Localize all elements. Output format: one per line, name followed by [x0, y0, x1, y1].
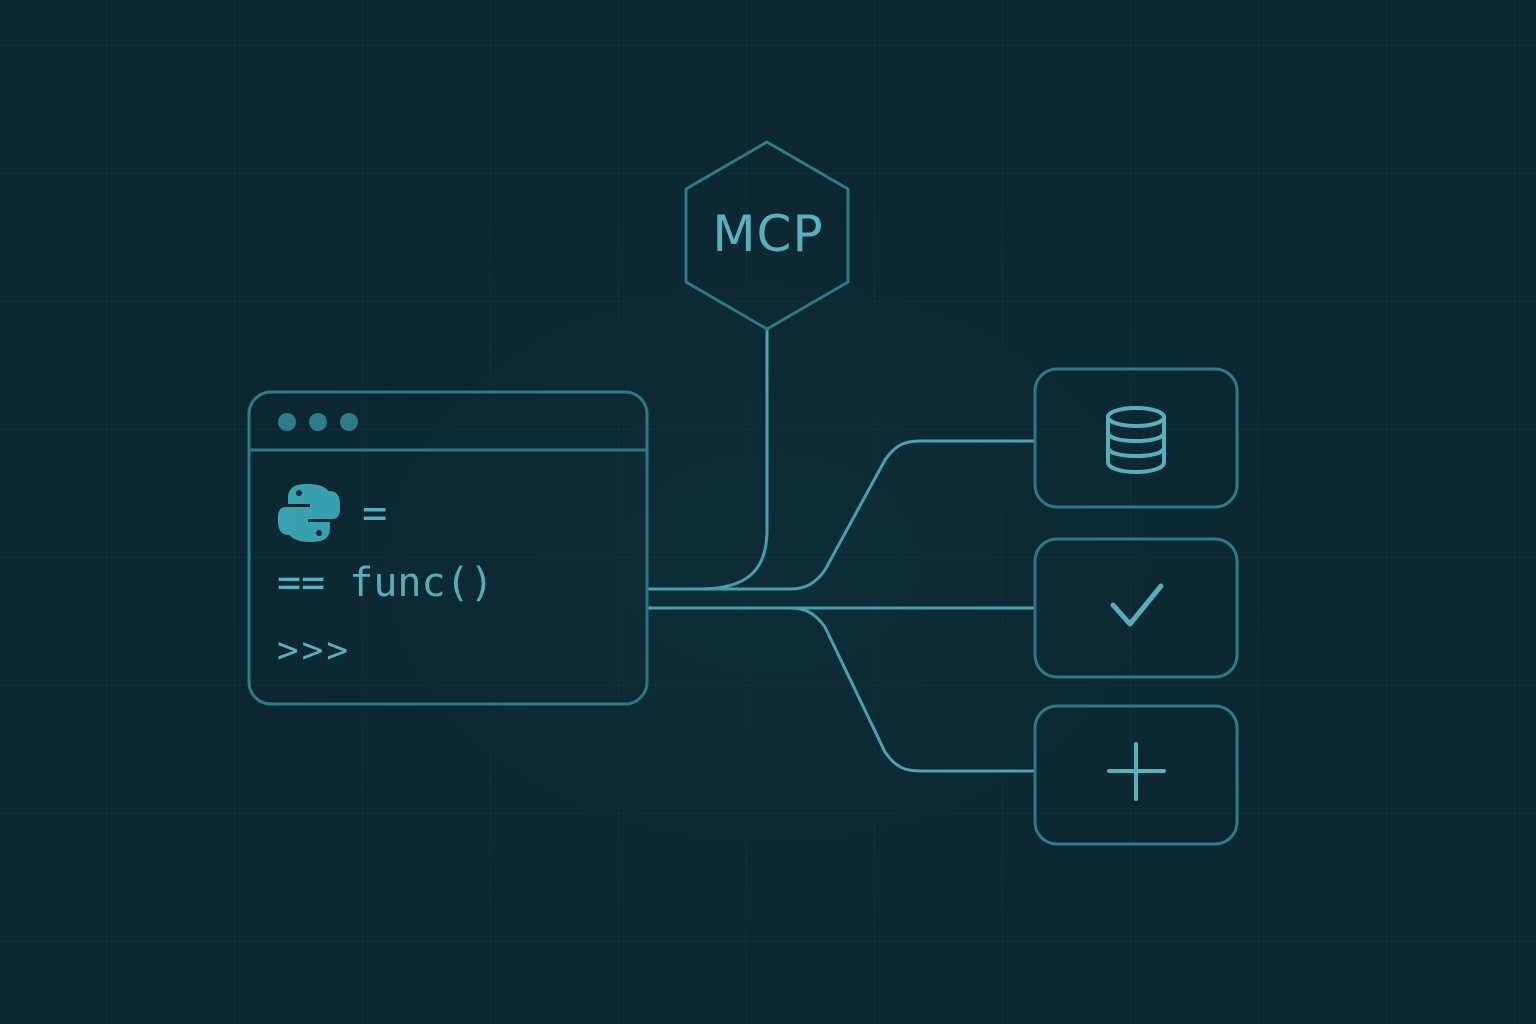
database-icon [1106, 406, 1166, 474]
window-dot-1 [278, 413, 296, 431]
code-line-call: == func() [277, 560, 494, 606]
tool-node-check [1033, 537, 1239, 679]
plus-icon [1107, 742, 1166, 801]
tool-box-add [1033, 704, 1239, 846]
window-dot-3 [340, 413, 358, 431]
connector-lines [647, 329, 1037, 773]
connector-window-to-database [647, 439, 1037, 591]
code-line-prompt: >>> [277, 630, 352, 671]
tool-node-database [1033, 367, 1239, 509]
code-window [247, 390, 649, 706]
python-logo-icon [278, 484, 340, 542]
code-window-frame [247, 390, 649, 706]
checkmark-icon [1110, 583, 1164, 627]
tool-box-database [1033, 367, 1239, 509]
mcp-hexagon [684, 140, 850, 331]
tool-node-add [1033, 704, 1239, 846]
tool-box-check [1033, 537, 1239, 679]
connector-window-to-mcp [647, 329, 769, 591]
code-line-assign: = [362, 488, 388, 537]
mcp-label: MCP [712, 205, 824, 263]
connector-window-to-add [647, 606, 1037, 773]
window-dot-2 [309, 413, 327, 431]
